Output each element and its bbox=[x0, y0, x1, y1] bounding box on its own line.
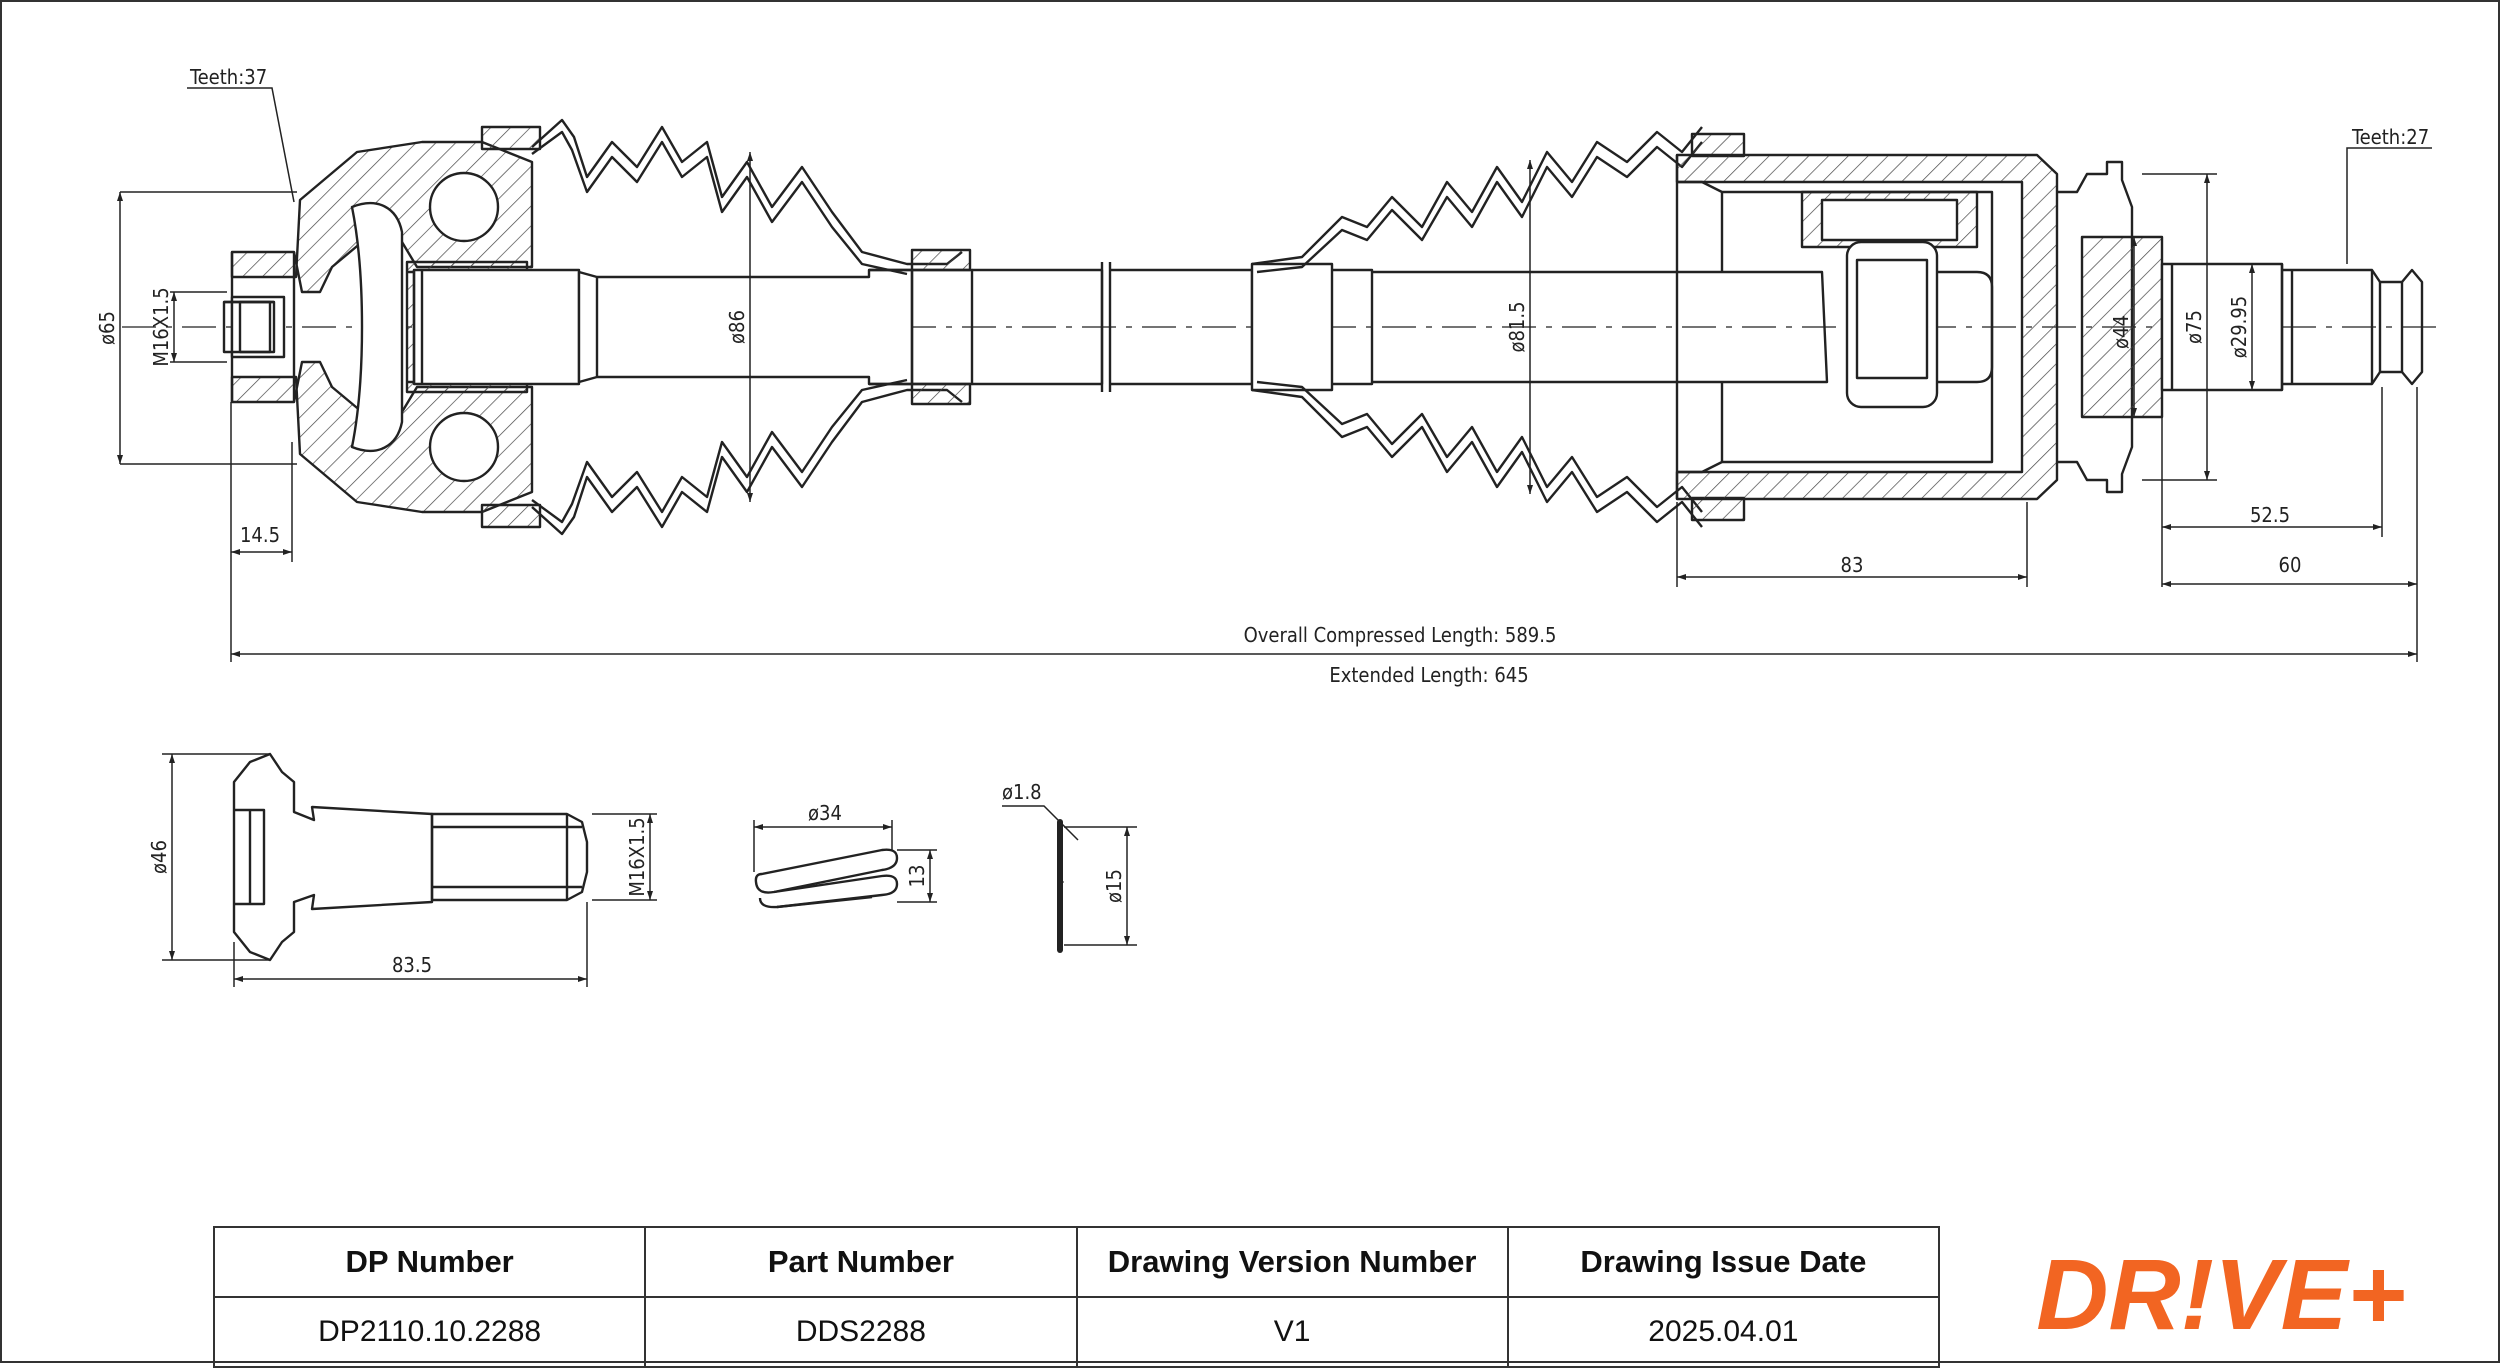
dimension-lines bbox=[117, 87, 2432, 987]
dim-52-5: 52.5 bbox=[2250, 503, 2290, 527]
teeth-right-label: Teeth:27 bbox=[2351, 125, 2429, 149]
dim-d81-5: ø81.5 bbox=[1505, 301, 1529, 352]
ring-detail bbox=[1057, 819, 1064, 953]
dim-d29-95: ø29.95 bbox=[2227, 296, 2251, 359]
dim-d44: ø44 bbox=[2109, 315, 2133, 349]
dim-bolt-83-5: 83.5 bbox=[392, 953, 432, 977]
title-block-value-row: DP2110.10.2288 DDS2288 V1 2025.04.01 bbox=[212, 1296, 1941, 1368]
dim-60: 60 bbox=[2279, 553, 2302, 577]
output-stub bbox=[2057, 160, 2424, 494]
clamp-detail bbox=[754, 848, 899, 909]
value-drawing-version: V1 bbox=[1075, 1296, 1509, 1368]
value-drawing-issue-date: 2025.04.01 bbox=[1506, 1296, 1941, 1368]
dim-ring-d1-8: ø1.8 bbox=[1002, 780, 1042, 804]
header-dp-number: DP Number bbox=[212, 1226, 647, 1298]
dim-bolt-m16: M16X1.5 bbox=[625, 817, 649, 896]
dim-clamp-d34: ø34 bbox=[808, 801, 842, 825]
teeth-left-label: Teeth:37 bbox=[189, 65, 267, 89]
value-part-number: DDS2288 bbox=[644, 1296, 1078, 1368]
dim-clamp-13: 13 bbox=[905, 865, 929, 888]
drive-plus-logo: DR!VE+ bbox=[1942, 1226, 2500, 1363]
title-block-header-row: DP Number Part Number Drawing Version Nu… bbox=[212, 1226, 1941, 1298]
dim-extended-length: Extended Length: 645 bbox=[1329, 663, 1528, 687]
dim-overall-length: Overall Compressed Length: 589.5 bbox=[1244, 623, 1557, 647]
dim-d65: ø65 bbox=[95, 311, 119, 345]
logo-text: DR!VE+ bbox=[2036, 1245, 2406, 1345]
dim-m16-main: M16X1.5 bbox=[149, 287, 173, 366]
dim-d75: ø75 bbox=[2182, 310, 2206, 344]
dim-d86: ø86 bbox=[725, 310, 749, 344]
dim-bolt-d46: ø46 bbox=[147, 840, 171, 874]
dim-83: 83 bbox=[1841, 553, 1864, 577]
title-block: DP Number Part Number Drawing Version Nu… bbox=[212, 1226, 1941, 1368]
header-part-number: Part Number bbox=[644, 1226, 1078, 1298]
inner-tripod-housing bbox=[1675, 153, 2059, 501]
header-drawing-issue-date: Drawing Issue Date bbox=[1506, 1226, 1941, 1298]
logo-graphic: DR!VE+ bbox=[2036, 1245, 2406, 1345]
dim-ring-d15: ø15 bbox=[1102, 869, 1126, 903]
value-dp-number: DP2110.10.2288 bbox=[212, 1296, 647, 1368]
bolt-detail bbox=[232, 752, 589, 962]
outer-cv-joint bbox=[222, 140, 581, 514]
inner-boot bbox=[1251, 126, 1746, 528]
dimension-texts: Teeth:37 Teeth:27 ø65 M16X1.5 ø86 ø81.5 … bbox=[95, 65, 2429, 977]
dim-14-5: 14.5 bbox=[240, 523, 280, 547]
header-drawing-version: Drawing Version Number bbox=[1075, 1226, 1509, 1298]
outer-boot bbox=[480, 118, 972, 536]
